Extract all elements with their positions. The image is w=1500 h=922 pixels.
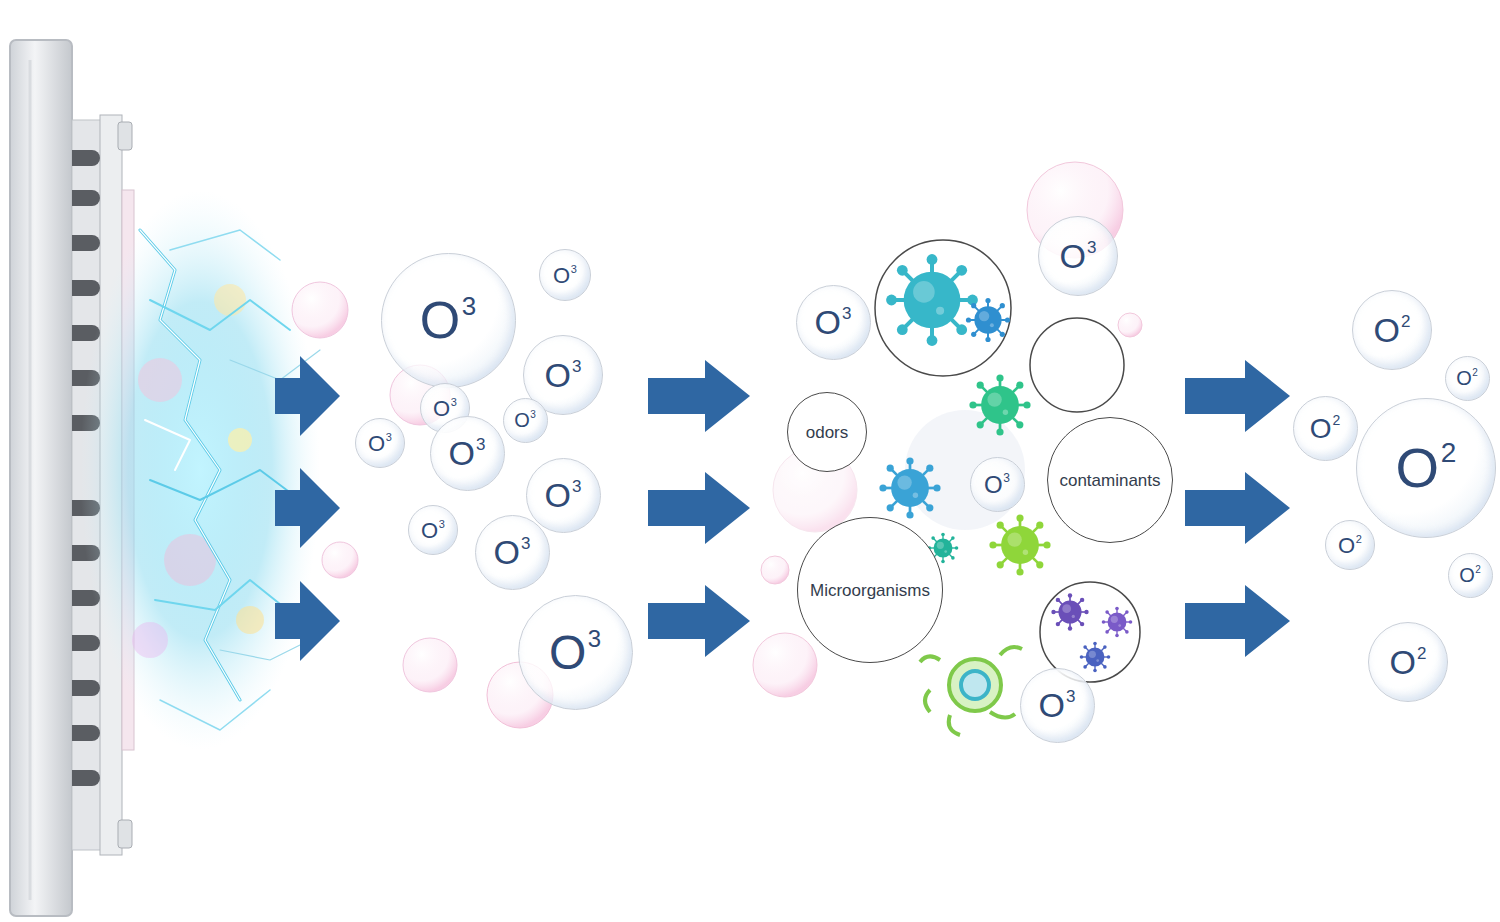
circle-label: odors [806,424,849,441]
circle-label: contaminants [1059,472,1160,489]
molecule-bubble: O2 [1293,396,1358,461]
molecule-bubble: O3 [796,285,871,360]
molecule-formula: O3 [514,410,536,430]
molecule-formula: O3 [553,264,577,287]
molecule-formula: O2 [1459,565,1481,585]
molecule-bubble: O3 [355,418,405,468]
molecule-formula: O3 [545,478,582,512]
label-circle: Microorganisms [797,517,943,663]
molecule-formula: O3 [449,436,486,470]
label-circle: odors [787,392,867,472]
molecule-formula: O3 [545,358,582,392]
molecule-bubble: O3 [518,595,633,710]
molecule-bubble: O2 [1325,520,1375,570]
circle-label: Microorganisms [810,582,930,599]
molecule-bubble: O3 [408,505,458,555]
molecule-formula: O3 [420,293,476,346]
molecule-formula: O3 [421,519,445,542]
molecule-formula: O2 [1390,645,1427,679]
molecule-formula: O2 [1456,368,1478,388]
molecule-bubble: O3 [475,515,550,590]
molecule-formula: O3 [549,627,601,677]
molecule-bubble: O3 [503,398,548,443]
molecule-formula: O3 [1060,239,1097,273]
molecule-bubble: O2 [1445,356,1490,401]
molecule-formula: O3 [433,397,457,420]
molecule-formula: O2 [1374,313,1411,347]
molecule-formula: O3 [494,535,531,569]
molecule-bubble: O2 [1368,622,1448,702]
molecule-bubble: O2 [1352,290,1432,370]
molecule-bubble: O3 [381,253,516,388]
molecule-formula: O3 [815,305,852,339]
molecule-bubble: O3 [526,458,601,533]
molecule-bubble: O2 [1448,553,1493,598]
molecule-bubble: O3 [430,416,505,491]
molecule-bubble: O2 [1356,398,1496,538]
molecule-formula: O3 [1039,688,1076,722]
molecule-formula: O2 [1338,534,1362,557]
molecule-formula: O3 [984,472,1010,497]
label-circle: contaminants [1047,417,1173,543]
molecule-bubble: O3 [1038,216,1118,296]
molecule-bubble: O3 [970,457,1025,512]
molecule-bubble: O3 [539,249,591,301]
molecule-formula: O3 [368,432,392,455]
molecule-formula: O2 [1310,413,1340,443]
molecule-bubble: O3 [1020,668,1095,743]
molecule-formula: O2 [1396,439,1457,496]
